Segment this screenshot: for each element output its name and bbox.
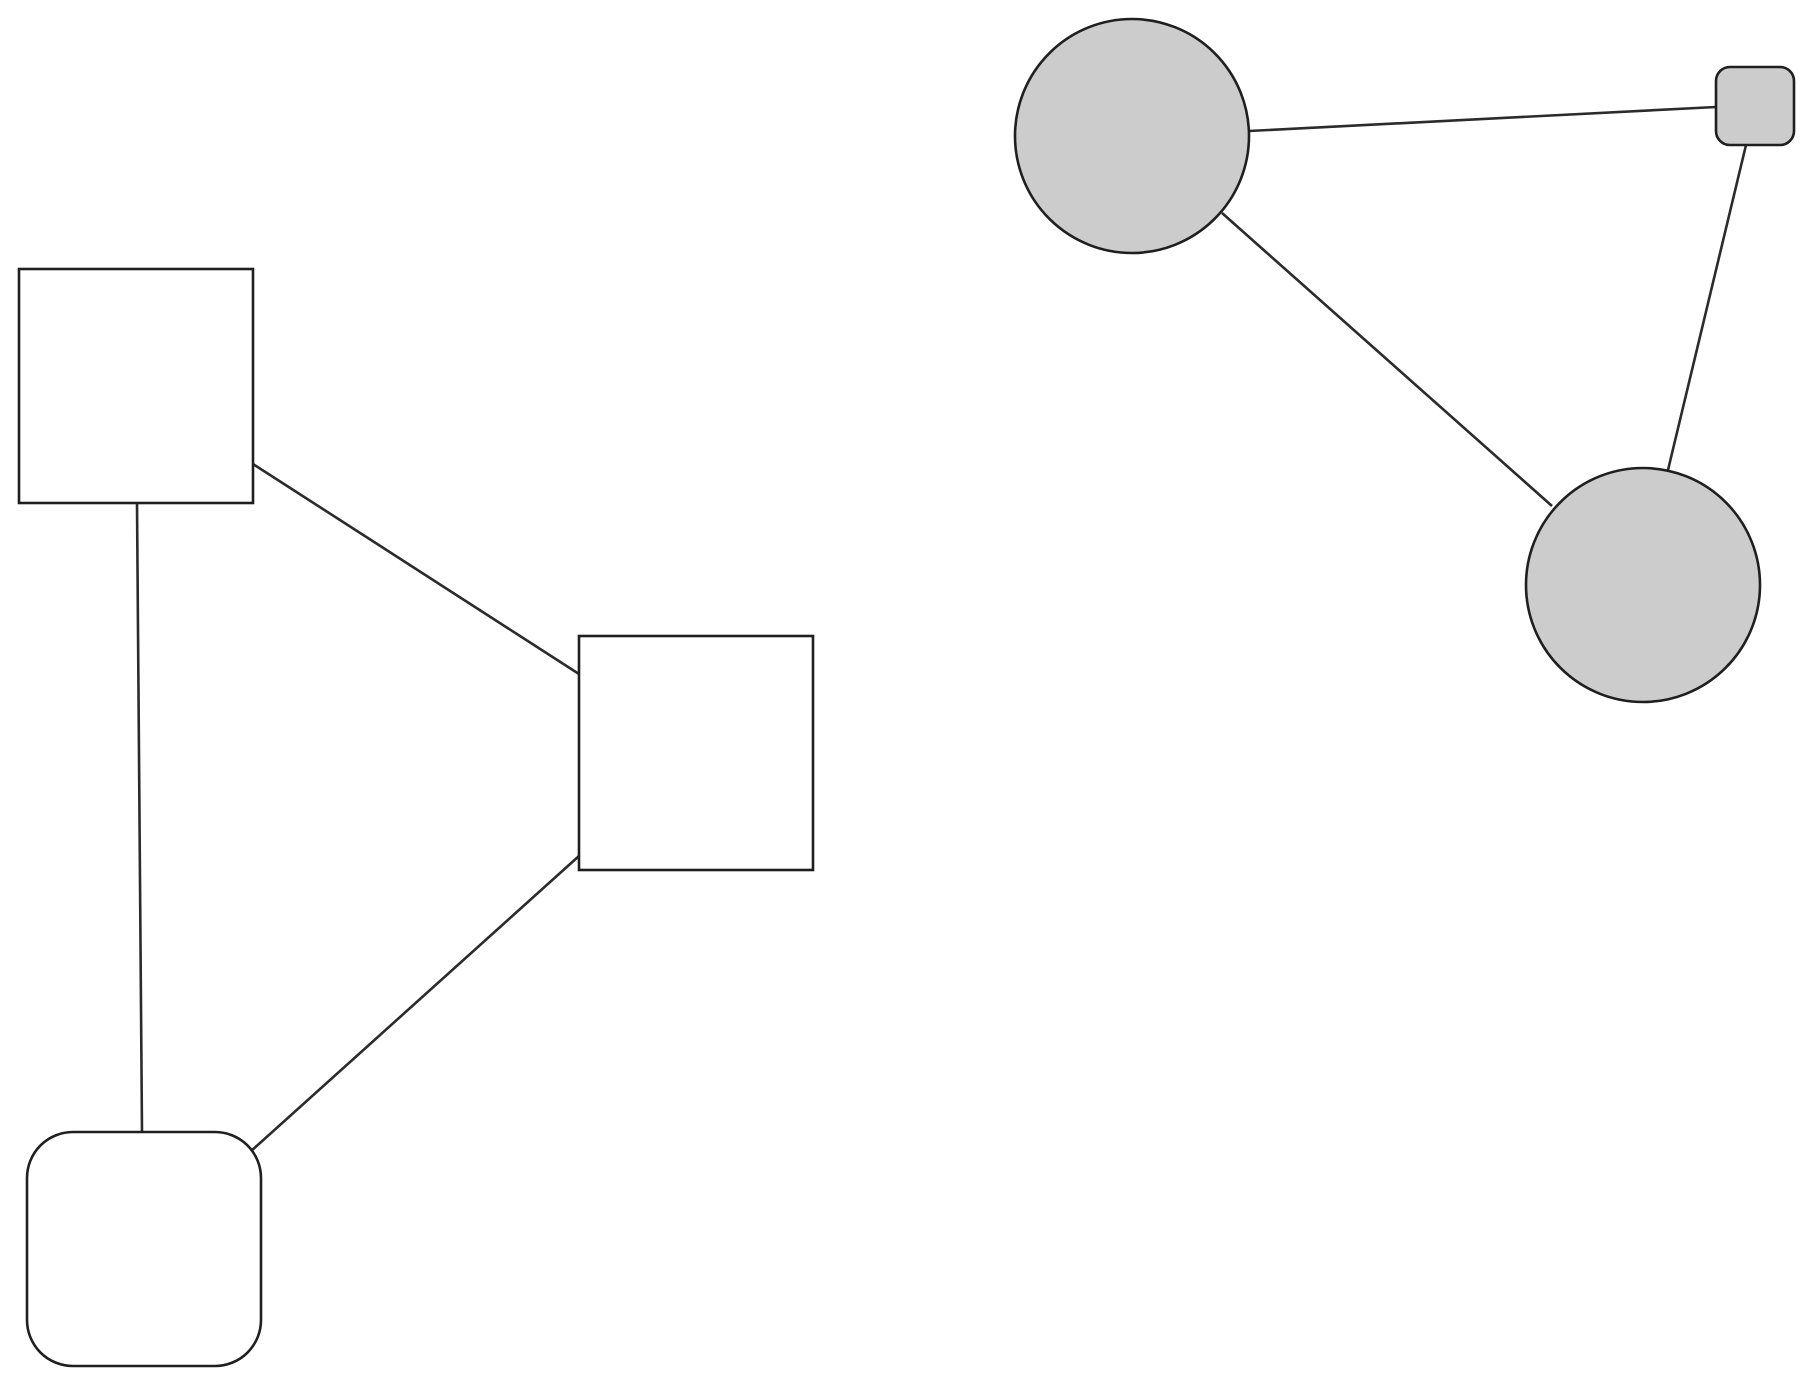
node-circle-top[interactable] [1013, 17, 1251, 255]
edge-circle-top-to-small-rounded-square [1248, 105, 1717, 133]
edges-layer [135, 105, 1748, 1153]
edge-small-rounded-square-to-circle-bottom [1666, 144, 1748, 471]
edge-square-top-left-to-rounded-square-bottom-left [135, 502, 144, 1133]
node-rounded-square-bottom-left[interactable] [25, 1130, 263, 1368]
node-square-top-left[interactable] [17, 267, 255, 505]
node-small-rounded-square[interactable] [1714, 65, 1796, 147]
node-square-right[interactable] [577, 634, 815, 872]
nodes-layer [17, 17, 1796, 1368]
node-circle-bottom[interactable] [1524, 466, 1762, 704]
edge-square-top-left-to-square-right [252, 462, 580, 676]
edge-square-right-to-rounded-square-bottom-left [249, 855, 580, 1153]
edge-circle-top-to-circle-bottom [1221, 212, 1553, 507]
